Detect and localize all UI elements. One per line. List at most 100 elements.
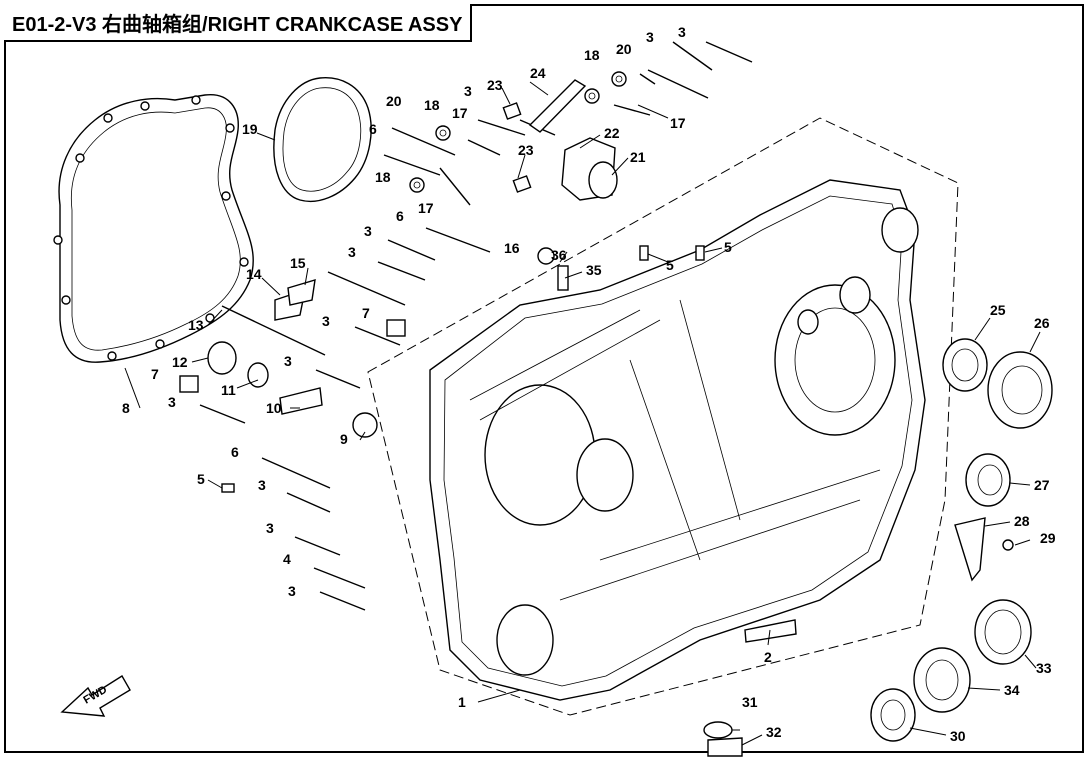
callout-10: 10 xyxy=(266,400,282,416)
o-ring-11 xyxy=(247,362,269,388)
callout-3: 3 xyxy=(168,394,176,410)
fwd-arrow-icon: FWD xyxy=(60,675,131,717)
callout-3: 3 xyxy=(678,24,686,40)
callout-3: 3 xyxy=(646,29,654,45)
callout-11: 11 xyxy=(221,382,236,398)
spring-10 xyxy=(279,387,323,415)
callout-18: 18 xyxy=(424,97,440,113)
small-boss xyxy=(797,309,819,335)
callout-29: 29 xyxy=(1040,530,1056,546)
callout-17: 17 xyxy=(452,105,468,121)
callout-3: 3 xyxy=(364,223,372,239)
callout-35: 35 xyxy=(586,262,602,278)
part-16 xyxy=(537,247,555,265)
callout-16: 16 xyxy=(504,240,520,256)
gasket-19-inner xyxy=(282,87,362,192)
callout-7: 7 xyxy=(362,305,370,321)
seal-30 xyxy=(870,688,916,742)
cylinder-bore xyxy=(774,284,896,436)
gasket-8 xyxy=(58,94,254,363)
page-title: E01-2-V3 右曲轴箱组/RIGHT CRANKCASE ASSY xyxy=(12,13,463,36)
callout-9: 9 xyxy=(340,431,348,447)
callout-1: 1 xyxy=(458,694,466,710)
callout-3: 3 xyxy=(284,353,292,369)
pin-5b xyxy=(695,245,705,261)
gasket-19 xyxy=(273,77,372,203)
callout-labels: 1 2 3 3 3 3 3 3 3 3 3 3 3 4 5 5 5 6 6 6 … xyxy=(122,24,1056,744)
pin-5a xyxy=(639,245,649,261)
callout-33: 33 xyxy=(1036,660,1052,676)
bearing-34 xyxy=(913,647,971,713)
callout-4: 4 xyxy=(283,551,291,567)
callout-22: 22 xyxy=(604,125,620,141)
callout-5: 5 xyxy=(666,257,674,273)
dowel-7a xyxy=(179,375,199,393)
callout-13: 13 xyxy=(188,317,204,333)
callout-5: 5 xyxy=(197,471,205,487)
inner-bore xyxy=(576,438,634,512)
plate-28 xyxy=(954,517,986,582)
filter-12 xyxy=(207,341,237,375)
callout-36: 36 xyxy=(551,247,567,263)
bearing-33 xyxy=(974,599,1032,665)
callout-15: 15 xyxy=(290,255,306,271)
bearing-shell-15 xyxy=(287,279,316,306)
callout-6: 6 xyxy=(231,444,239,460)
screw-2 xyxy=(744,619,797,643)
valve-36 xyxy=(557,265,569,291)
bearing-26 xyxy=(987,351,1053,429)
callout-3: 3 xyxy=(266,520,274,536)
callout-8: 8 xyxy=(122,400,130,416)
callout-3: 3 xyxy=(348,244,356,260)
plug-32 xyxy=(707,737,743,757)
callout-31: 31 xyxy=(742,694,758,710)
gasket-8-bolt-holes xyxy=(53,95,249,361)
callout-3: 3 xyxy=(258,477,266,493)
callout-32: 32 xyxy=(766,724,782,740)
callout-27: 27 xyxy=(1034,477,1050,493)
crankcase-flange xyxy=(443,195,913,687)
assembly-outline xyxy=(367,117,959,716)
dowel-7b xyxy=(386,319,406,337)
pin-5c xyxy=(221,483,235,493)
callout-5: 5 xyxy=(724,239,732,255)
bearings-and-seals xyxy=(870,338,1053,742)
callout-26: 26 xyxy=(1034,315,1050,331)
callout-3: 3 xyxy=(288,583,296,599)
callout-14: 14 xyxy=(246,266,262,282)
callout-17: 17 xyxy=(418,200,434,216)
bracket-24 xyxy=(528,79,587,133)
callout-18: 18 xyxy=(375,169,391,185)
bearing-27 xyxy=(965,453,1011,507)
callout-20: 20 xyxy=(386,93,402,109)
callout-3: 3 xyxy=(322,313,330,329)
leader-lines xyxy=(124,81,1041,746)
washer-31 xyxy=(703,721,733,739)
callout-24: 24 xyxy=(530,65,546,81)
seal-25 xyxy=(942,338,988,392)
title-box: E01-2-V3 右曲轴箱组/RIGHT CRANKCASE ASSY xyxy=(4,4,473,42)
callout-28: 28 xyxy=(1014,513,1030,529)
callout-3: 3 xyxy=(464,83,472,99)
callout-18: 18 xyxy=(584,47,600,63)
callout-25: 25 xyxy=(990,302,1006,318)
callout-6: 6 xyxy=(396,208,404,224)
callout-34: 34 xyxy=(1004,682,1020,698)
callout-17: 17 xyxy=(670,115,686,131)
callout-12: 12 xyxy=(172,354,188,370)
ball-9 xyxy=(352,412,378,438)
callout-6: 6 xyxy=(369,121,377,137)
callout-2: 2 xyxy=(764,649,772,665)
diagram-frame xyxy=(4,4,1084,753)
callout-19: 19 xyxy=(242,121,258,137)
boss xyxy=(839,276,871,314)
callout-20: 20 xyxy=(616,41,632,57)
screw-29 xyxy=(1002,539,1014,551)
o-ring-21 xyxy=(588,161,618,199)
callout-23: 23 xyxy=(487,77,503,93)
callout-30: 30 xyxy=(950,728,966,744)
gasket-8-inner xyxy=(70,107,241,351)
callout-21: 21 xyxy=(630,149,646,165)
callout-23: 23 xyxy=(518,142,534,158)
